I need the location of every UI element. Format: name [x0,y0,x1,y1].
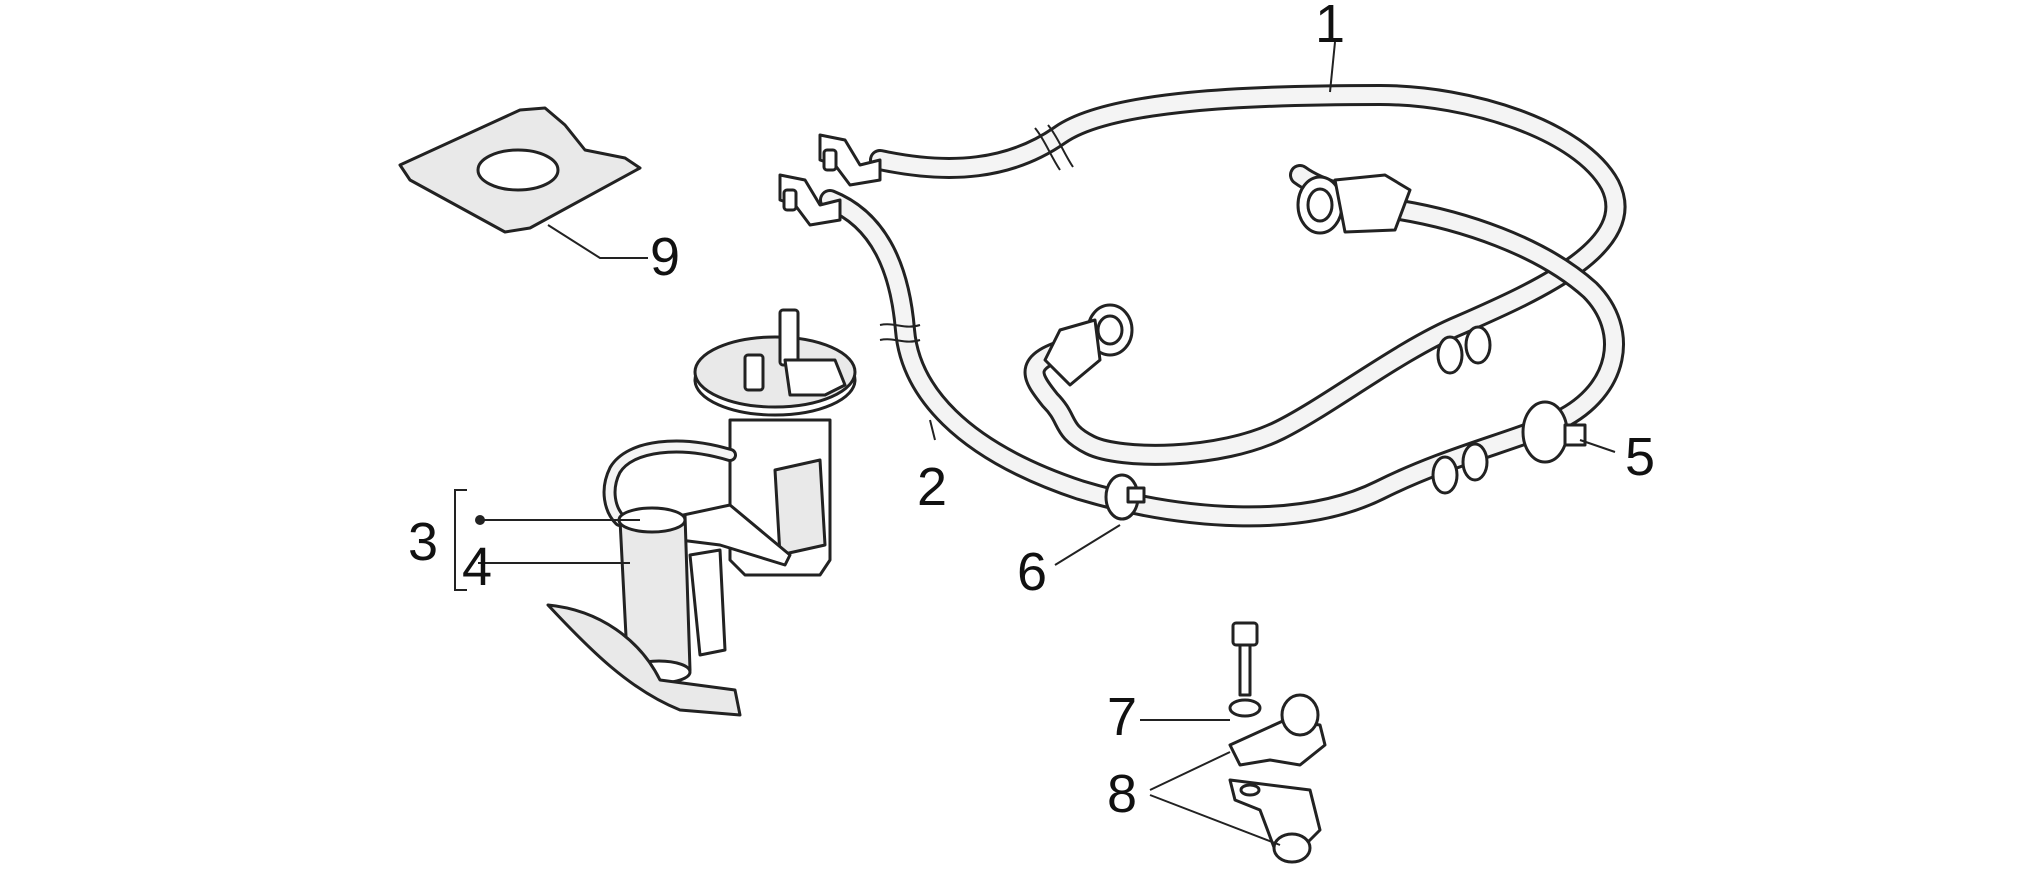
union-right-upper [1436,325,1492,375]
callout-8: 8 [1107,764,1137,824]
leader-8a [1149,751,1231,791]
leader-5 [1579,439,1616,453]
callout-3: 3 [408,512,438,572]
leader-3-dot [475,515,485,525]
mounting-bracket [1228,621,1327,864]
callout-5: 5 [1625,427,1655,487]
callout-7: 7 [1107,687,1137,747]
bracket-3 [454,489,467,591]
callout-1: 1 [1315,0,1345,54]
callout-6: 6 [1017,542,1047,602]
hose-clamp-5 [1521,400,1587,464]
callout-2: 2 [917,457,947,517]
union-right-lower [1431,442,1489,495]
leader-lines [454,41,1616,846]
leader-2 [929,419,936,441]
leader-9 [547,224,648,259]
hose-fitting-lower [1043,303,1134,387]
leader-8b [1149,794,1281,846]
leader-1 [1329,41,1336,93]
fuel-hose-assembly [778,84,1627,528]
fuel-pump-assembly [546,308,857,717]
hose-clamp-6 [1104,473,1146,521]
callout-9: 9 [650,227,680,287]
callout-4: 4 [462,537,492,597]
leader-6 [1054,524,1121,566]
gasket-plate [398,106,642,234]
hose-fitting-upper [1296,173,1412,235]
callouts: 1 2 3 4 5 6 7 8 9 [408,0,1655,824]
